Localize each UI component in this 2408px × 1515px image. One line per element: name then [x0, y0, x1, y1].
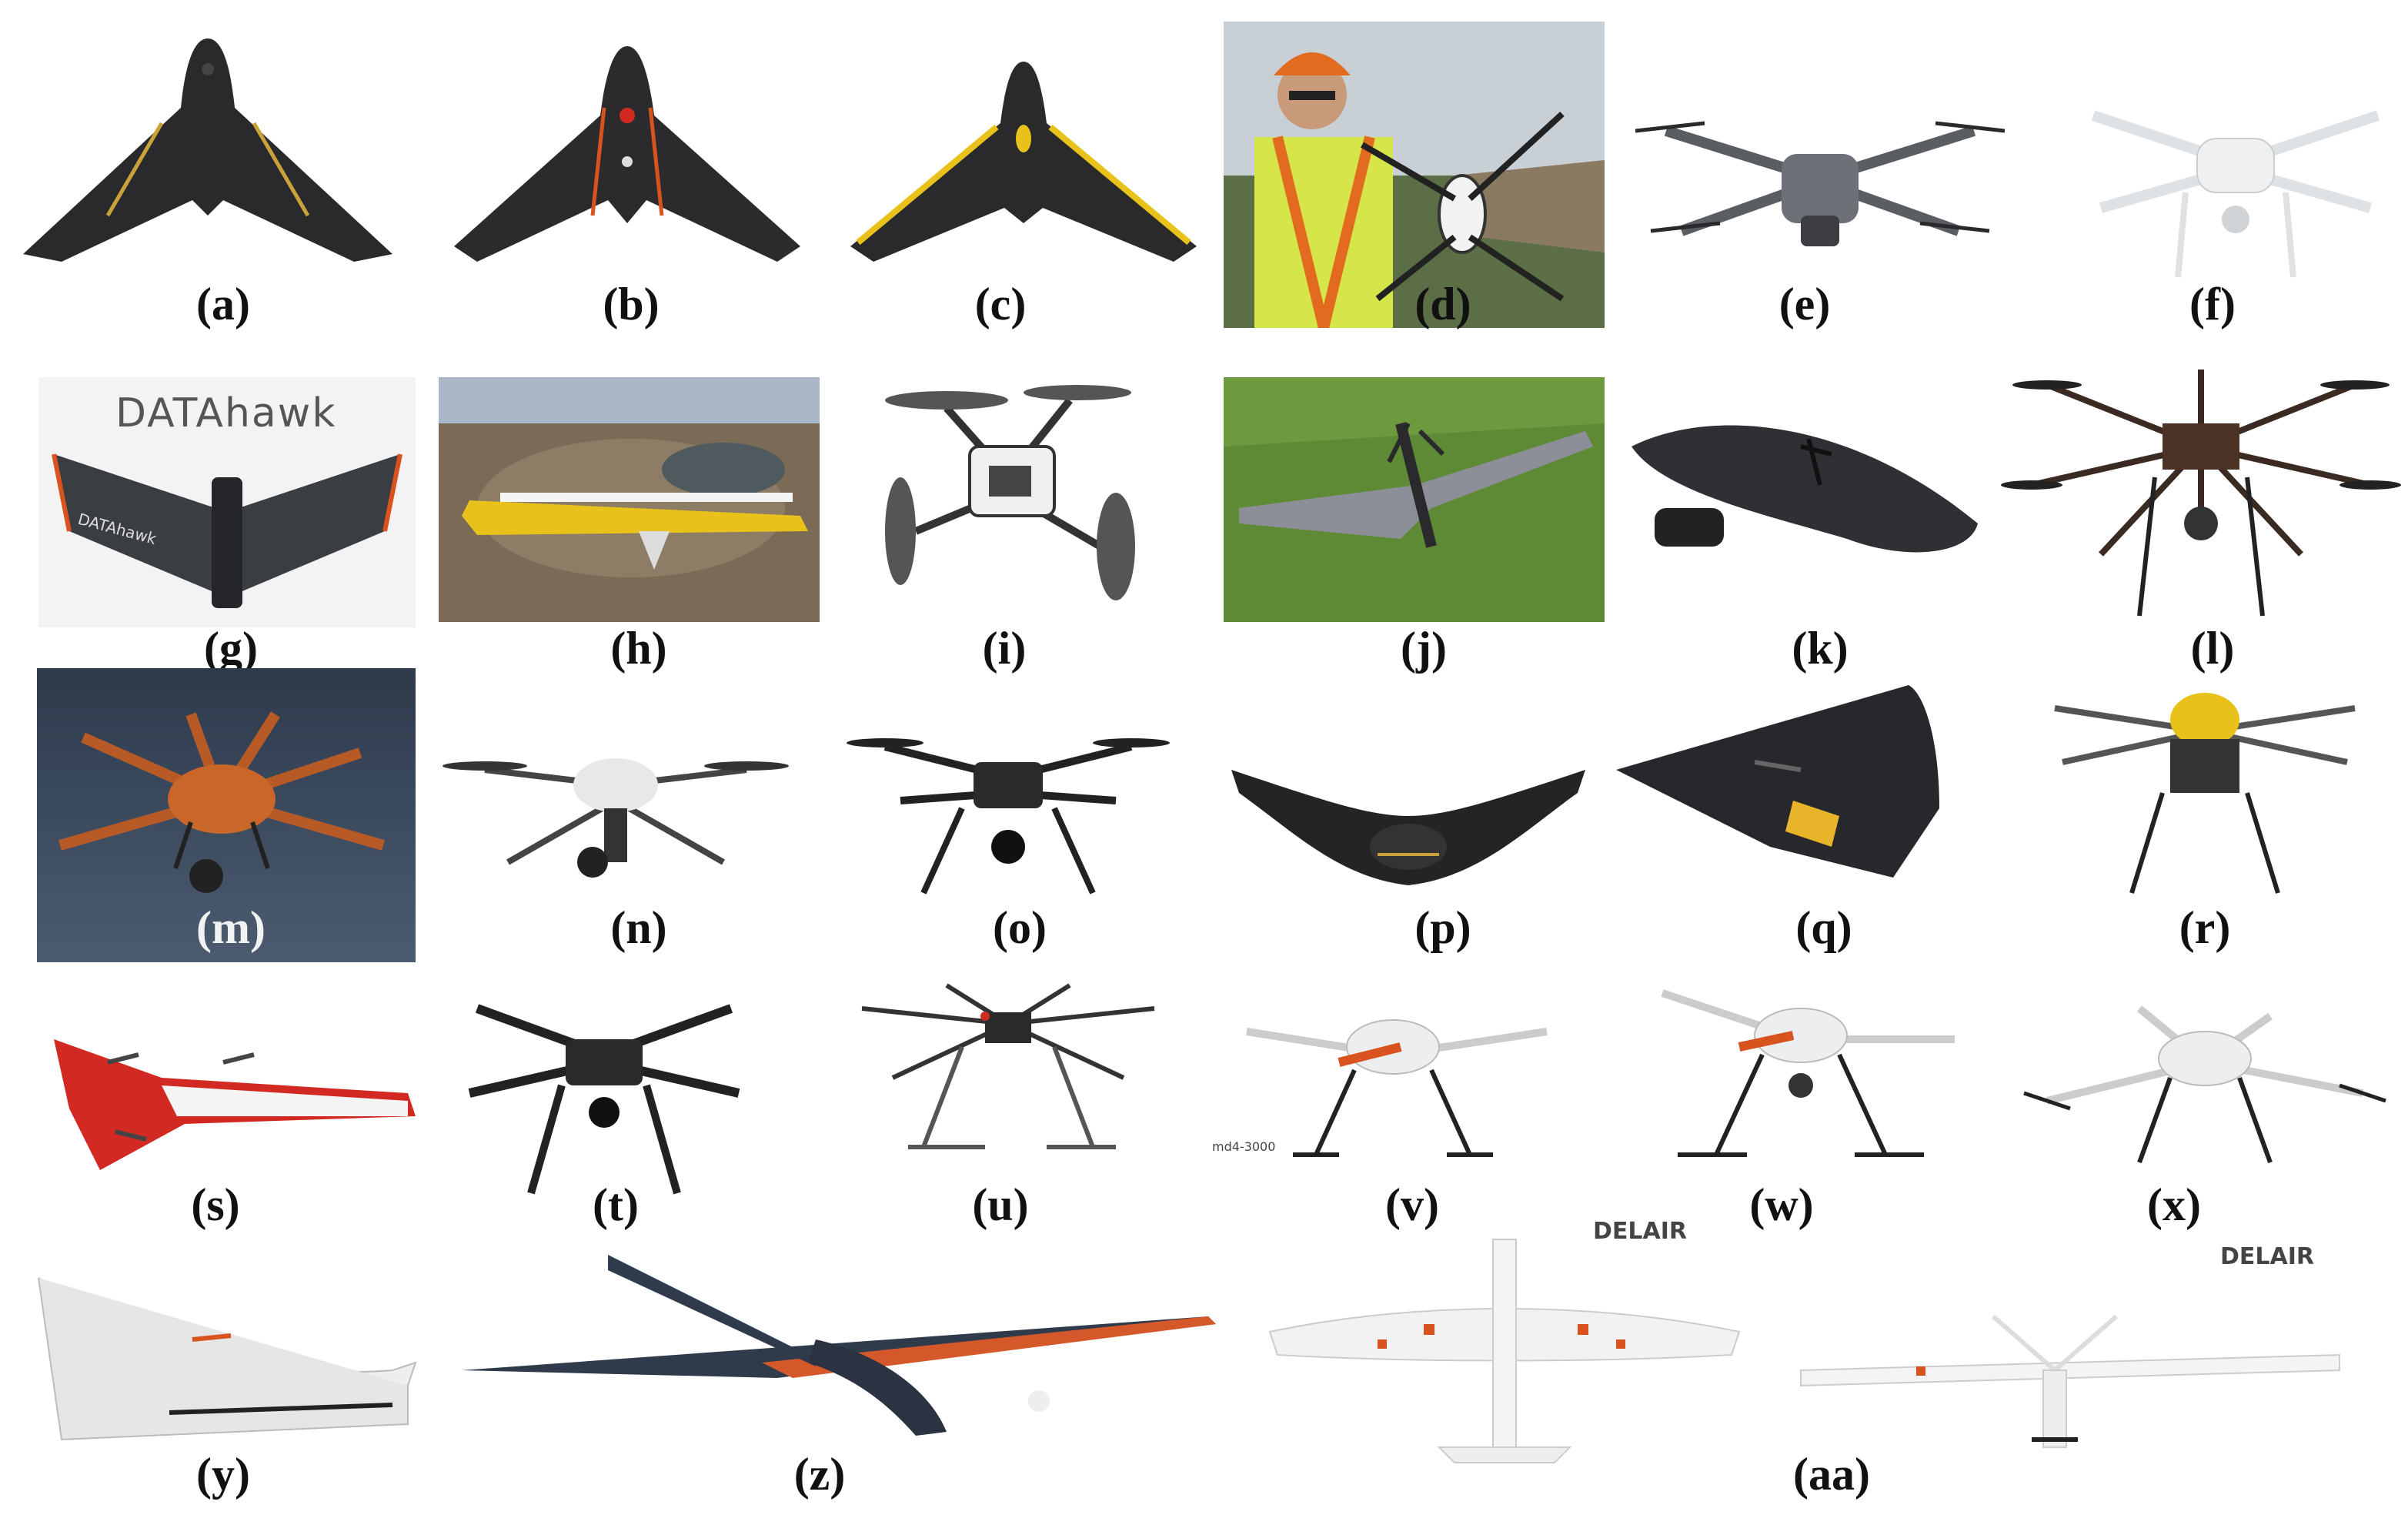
caption-c: (c): [974, 279, 1027, 329]
caption-q: (q): [1795, 902, 1852, 953]
panel-w-image: [1608, 962, 1993, 1178]
caption-l: (l): [2190, 623, 2235, 674]
panel-a-image: [15, 23, 400, 269]
caption-r: (r): [2179, 902, 2231, 953]
caption-e: (e): [1778, 279, 1831, 329]
panel-t-image: [431, 978, 777, 1201]
panel-u-image: [831, 970, 1185, 1170]
caption-i: (i): [982, 623, 1027, 674]
panel-n-image: [439, 724, 793, 908]
caption-h: (h): [610, 623, 667, 674]
caption-m: (m): [196, 902, 266, 953]
panel-s-image: [54, 1016, 416, 1186]
caption-g: (g): [204, 623, 258, 674]
panel-c-image: [843, 54, 1204, 269]
caption-y: (y): [196, 1449, 250, 1500]
caption-x: (x): [2147, 1179, 2201, 1230]
caption-o: (o): [993, 902, 1047, 953]
panel-h-image: [439, 377, 820, 622]
caption-k: (k): [1792, 623, 1849, 674]
panel-r-image: [2024, 677, 2386, 901]
caption-a: (a): [196, 279, 250, 329]
caption-j: (j): [1401, 623, 1447, 674]
caption-w: (w): [1749, 1179, 1814, 1230]
panel-g-image: [38, 377, 416, 627]
caption-p: (p): [1414, 902, 1471, 953]
panel-j-image: [1224, 377, 1605, 622]
panel-aa-image-1: [1262, 1224, 1747, 1470]
caption-b: (b): [603, 279, 660, 329]
panel-i-image: [854, 354, 1162, 631]
panel-q-image: [1616, 677, 1970, 908]
panel-aa-image-2: [1793, 1301, 2347, 1470]
caption-d: (d): [1414, 279, 1471, 329]
caption-s: (s): [191, 1179, 240, 1230]
panel-v-image: [1201, 985, 1585, 1186]
datahawk-logo: DATAhawk: [115, 390, 337, 436]
caption-f: (f): [2189, 279, 2236, 329]
caption-t: (t): [593, 1179, 639, 1230]
panel-z-image: [454, 1239, 1224, 1447]
panel-l-image: [2001, 354, 2401, 624]
panel-p-image: [1231, 731, 1585, 893]
delair-logo-1: DELAIR: [1593, 1218, 1687, 1245]
panel-f-image: [2070, 85, 2401, 285]
caption-z: (z): [793, 1449, 846, 1500]
panel-m-image: [37, 668, 416, 962]
panel-k-image: [1616, 400, 1986, 585]
panel-y-image: [31, 1270, 423, 1447]
panel-b-image: [446, 38, 808, 269]
panel-e-image: [1635, 100, 2005, 269]
panel-x-image: [2016, 993, 2393, 1178]
caption-u: (u): [972, 1179, 1029, 1230]
panel-o-image: [839, 716, 1177, 908]
panel-d-image: [1224, 22, 1605, 328]
md4-logo: md4-3000: [1212, 1139, 1276, 1154]
caption-v: (v): [1385, 1179, 1439, 1230]
caption-n: (n): [610, 902, 667, 953]
delair-logo-2: DELAIR: [2220, 1243, 2314, 1270]
caption-aa: (aa): [1793, 1449, 1870, 1500]
